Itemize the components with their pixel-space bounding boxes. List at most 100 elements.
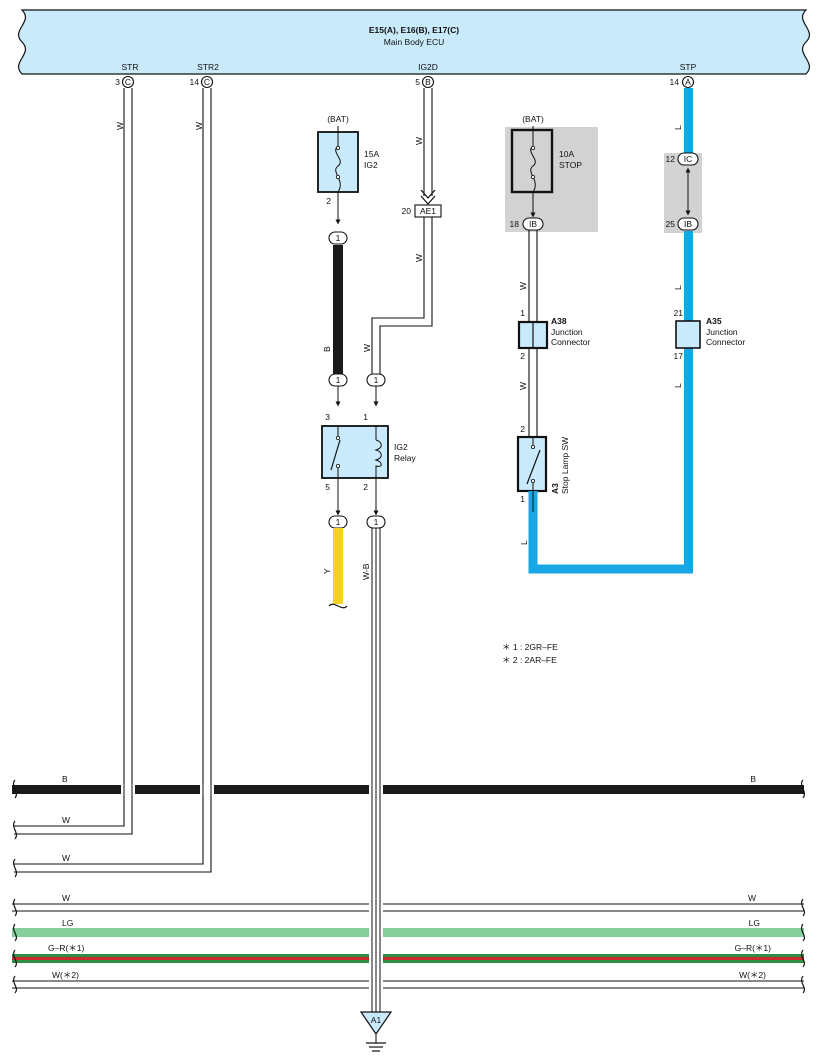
bus-left-breaks [12, 779, 18, 994]
wire-label-str-w: W [115, 122, 125, 130]
fuse-stop-box[interactable] [510, 128, 554, 194]
ground-label: A1 [371, 1015, 382, 1025]
ecu-pin-str2-terminal[interactable] [200, 75, 214, 89]
fuse-ig2-rating: 15A [364, 149, 379, 159]
connector-ib-right-name: IB [684, 219, 692, 229]
wire-str2[interactable] [14, 88, 212, 873]
svg-text:1: 1 [374, 517, 379, 527]
jc-a35-line1: Junction [706, 327, 738, 337]
wire-label-a38-w: W [518, 382, 528, 390]
wire-label-b: B [322, 346, 332, 352]
bus-right-breaks [800, 779, 806, 994]
jc-a38-pin-out: 2 [520, 351, 525, 361]
wire-ae1-to-relay[interactable] [371, 217, 433, 374]
svg-text:1: 1 [336, 517, 341, 527]
bus-label-w4-left: W(＊2) [52, 970, 79, 980]
fuse-stop-source: (BAT) [522, 114, 544, 124]
svg-text:1: 1 [336, 233, 341, 243]
ecu-pin-stp-num: 14 [670, 77, 680, 87]
wire-str[interactable] [14, 88, 133, 835]
wire-stp-below-ib[interactable] [684, 231, 693, 321]
wire-label-str2-w: W [194, 122, 204, 130]
fuse-stop-element [530, 130, 536, 193]
ecu-pin-ig2d-terminal[interactable] [421, 75, 435, 89]
svg-text:1: 1 [336, 375, 341, 385]
jc-a38-line2: Connector [551, 337, 590, 347]
ecu-pin-str2-num: 14 [190, 77, 200, 87]
bus-wire-b[interactable] [12, 785, 804, 794]
ecu-pin-stp-letter: A [685, 77, 691, 87]
wire-ig2d[interactable] [423, 88, 433, 196]
relay-pin-2: 2 [363, 482, 368, 492]
jc-a38-pin-in: 1 [520, 308, 525, 318]
bus-label-lg-left: LG [62, 918, 73, 928]
bus-label-b-right: B [750, 774, 756, 784]
relay-pin-1: 1 [363, 412, 368, 422]
connector-ic-name: IC [684, 154, 693, 164]
jc-a35-id: A35 [706, 316, 722, 326]
connector-ib-stop[interactable] [522, 217, 544, 231]
connector-ae1-pin: 20 [402, 206, 412, 216]
ground-icon [366, 1042, 386, 1052]
ecu-pin-stp-label: STP [680, 62, 697, 72]
stop-sw-contact [526, 449, 541, 485]
jc-a38-id: A38 [551, 316, 567, 326]
ecu-pin-str2-letter: C [204, 77, 210, 87]
jc-a35-pin-in: 21 [674, 308, 684, 318]
wire-label-y: Y [322, 568, 332, 574]
relay-coil-icon [374, 439, 382, 478]
svg-text:1: 1 [374, 375, 379, 385]
wire-label-ae1-w: W [414, 254, 424, 262]
wire-label-stp-l1: L [673, 125, 683, 130]
wire-stp-bottom-loop[interactable] [528, 348, 693, 574]
ground-connector-a1[interactable] [359, 1011, 393, 1036]
connector-ib-right[interactable] [677, 217, 699, 231]
wire-label-stp-l4: L [519, 540, 529, 545]
fuse-ig2-source: (BAT) [327, 114, 349, 124]
ecu-pin-str-label: STR [122, 62, 139, 72]
connector-ib-right-pin: 25 [666, 219, 676, 229]
wire-y[interactable] [333, 528, 343, 604]
ecu-connectors-label: E15(A), E16(B), E17(C) [369, 25, 459, 35]
bus-label-lg-right: LG [749, 918, 760, 928]
bus-label-gr-right: G–R(＊1) [735, 943, 772, 953]
wire-label-stp-l2: L [673, 285, 683, 290]
fuse-stop-name: STOP [559, 160, 582, 170]
fuse-ig2-element [335, 132, 341, 193]
connector-ic[interactable] [677, 152, 699, 166]
junction-connector-a35[interactable] [675, 320, 701, 349]
ecu-pin-str-terminal[interactable] [121, 75, 135, 89]
stop-sw-pin-top: 2 [520, 424, 525, 434]
relay-switch-contact [330, 439, 341, 471]
fuse-stop-rating: 10A [559, 149, 574, 159]
bus-label-w3-left: W [62, 893, 70, 903]
bus-label-w4-right: W(＊2) [739, 970, 766, 980]
ecu-pin-stp-terminal[interactable] [681, 75, 695, 89]
ecu-pin-ig2d-label: IG2D [418, 62, 438, 72]
wire-stp-top[interactable] [684, 88, 693, 154]
bus-wire-lg[interactable] [12, 928, 804, 937]
inline-connector-fuse[interactable] [328, 231, 348, 245]
wire-a38-to-stop-sw[interactable] [528, 348, 538, 436]
ig2-relay-box[interactable] [321, 425, 389, 479]
connector-ae1[interactable] [414, 204, 442, 218]
stop-sw-pin-bottom: 1 [520, 494, 525, 504]
wire-stop-to-a38[interactable] [528, 230, 538, 322]
wire-label-wb: W-B [361, 563, 371, 580]
bus-wire-w[interactable] [12, 903, 804, 912]
jc-a38-line1: Junction [551, 327, 583, 337]
stop-sw-name: Stop Lamp SW [560, 437, 570, 494]
ecu-pin-ig2d-num: 5 [415, 77, 420, 87]
main-body-ecu-block[interactable] [18, 9, 810, 75]
wire-label-ig2d-w: W [414, 137, 424, 145]
note-2: ＊ 2 : 2AR–FE [502, 655, 557, 665]
bus-label-w1: W [62, 815, 70, 825]
wire-b-fuse-to-relay[interactable] [333, 245, 343, 375]
connector-ic-pin: 12 [666, 154, 676, 164]
bus-wire-w2[interactable] [12, 980, 804, 989]
ecu-pin-str-num: 3 [115, 77, 120, 87]
relay-type: Relay [394, 453, 416, 463]
stop-lamp-switch[interactable] [516, 435, 548, 493]
jc-a35-pin-out: 17 [674, 351, 684, 361]
note-1: ＊ 1 : 2GR–FE [502, 642, 558, 652]
